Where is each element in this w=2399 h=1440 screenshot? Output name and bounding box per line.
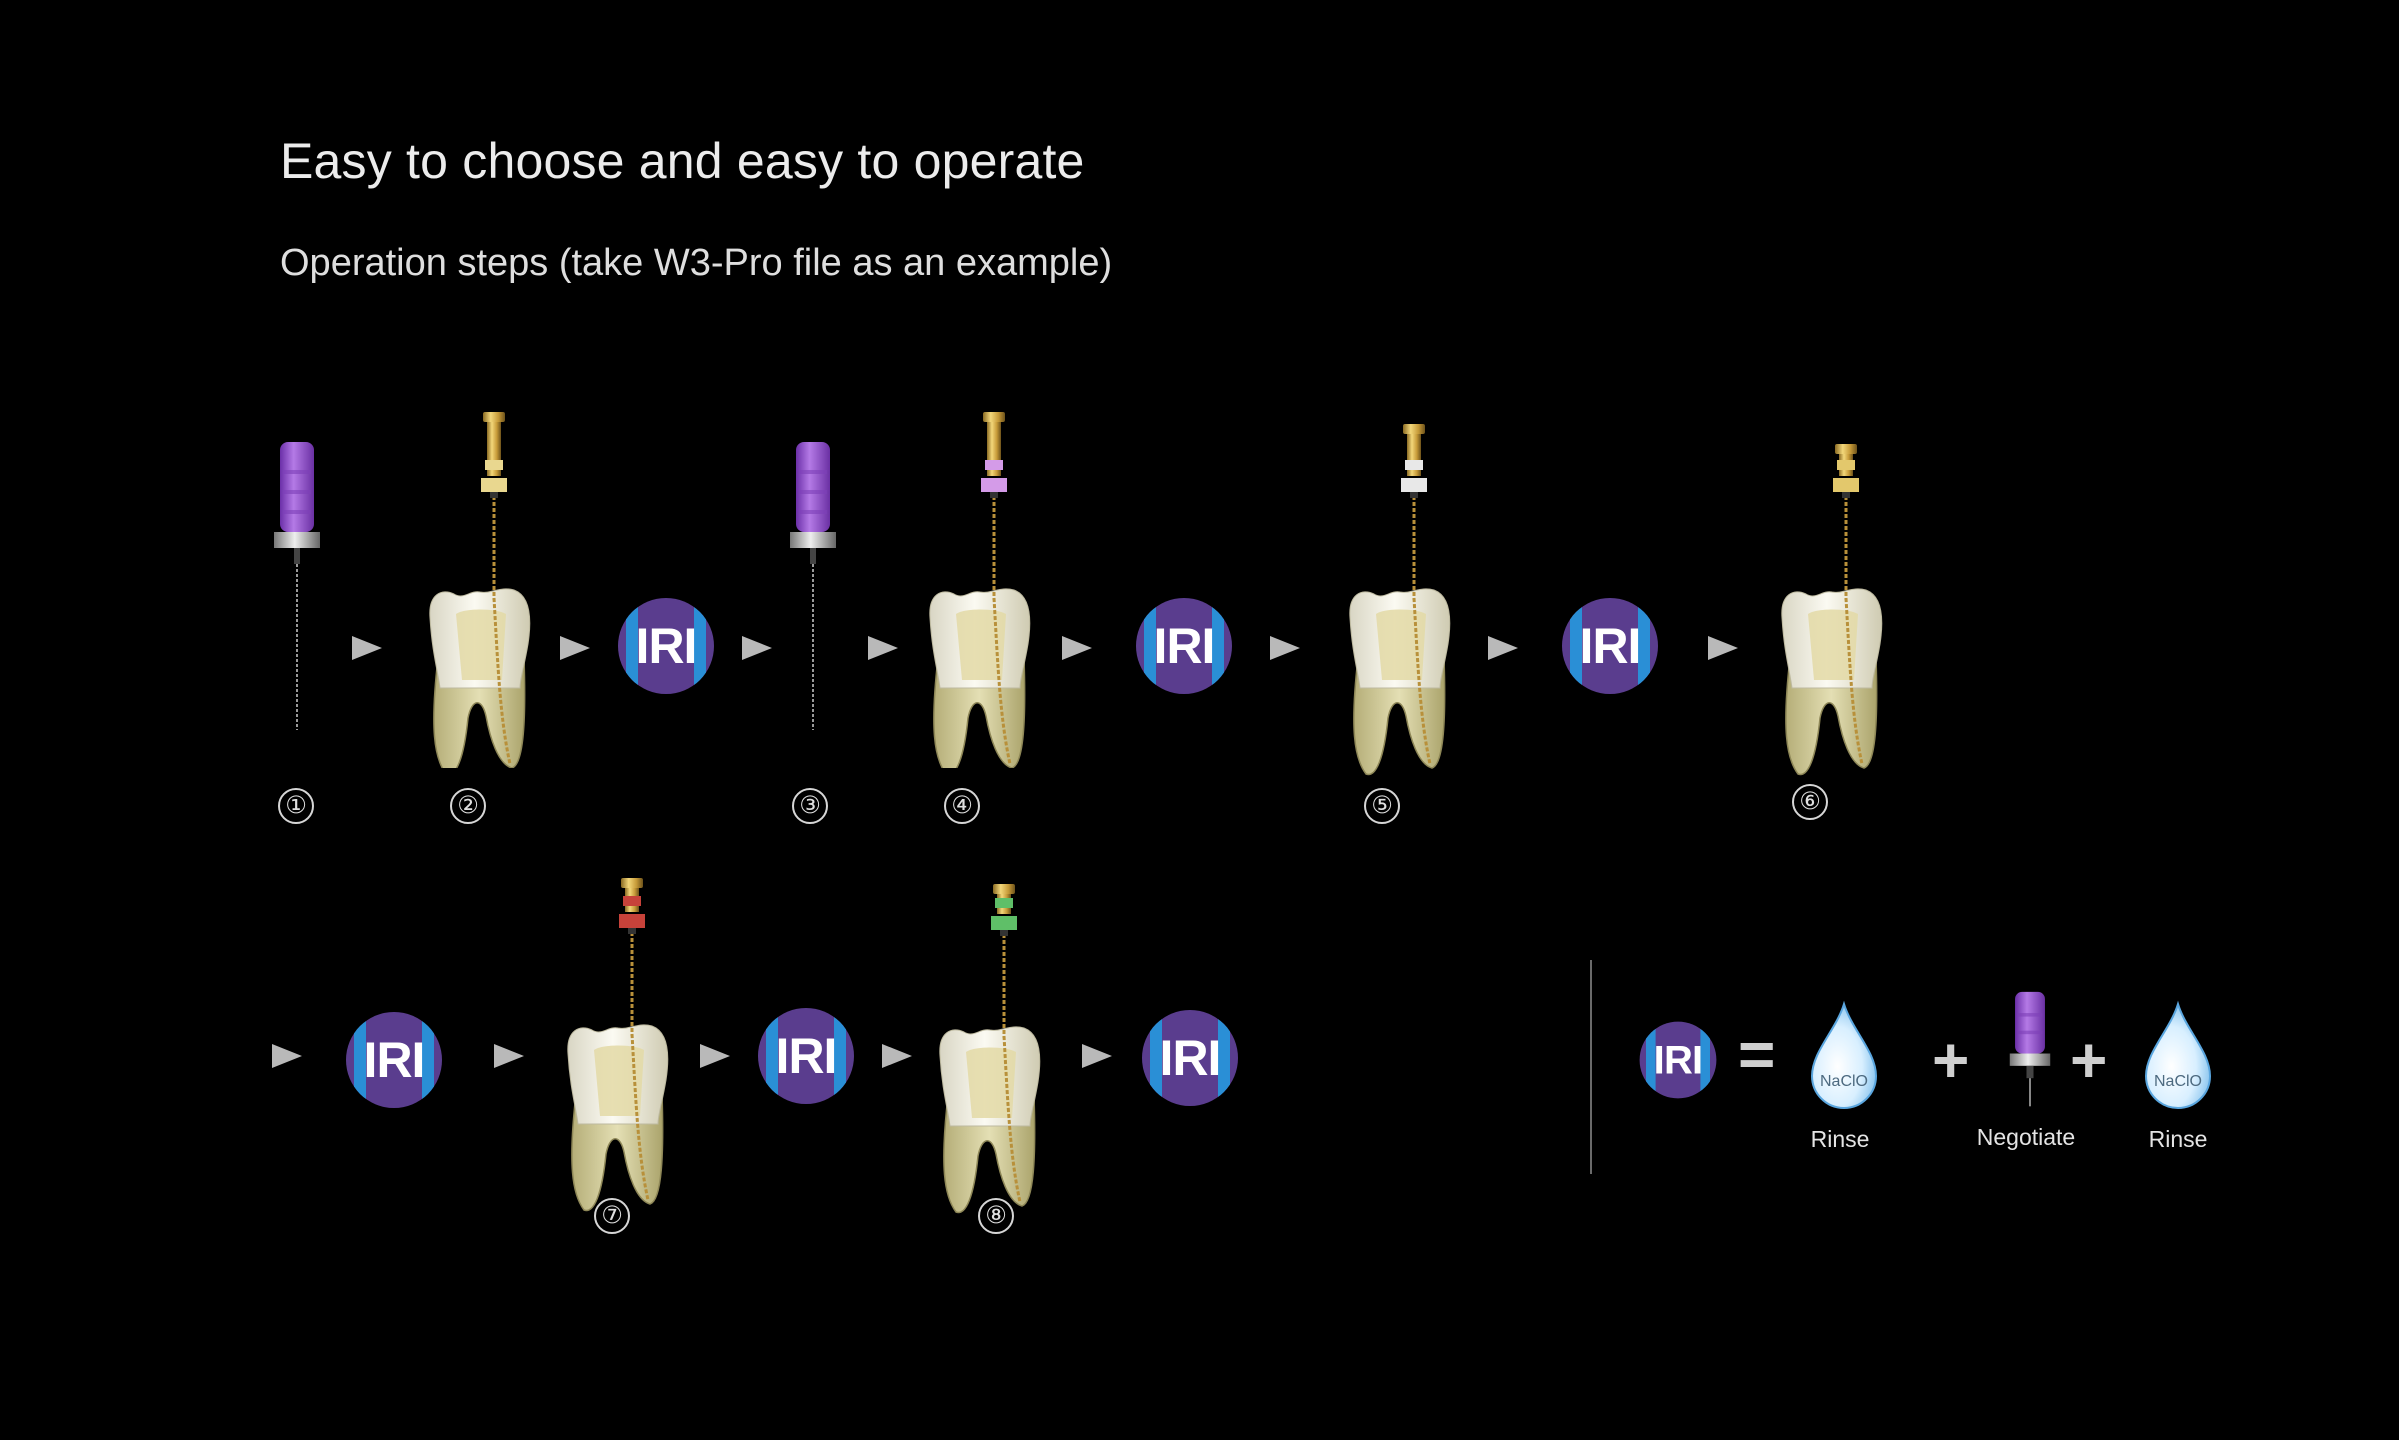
naclo-drop-icon: NaClO [1810,1000,1878,1109]
tooth-rotary-file-illustration [920,408,1040,776]
equals-sign: = [1738,1018,1776,1090]
drop-label: NaClO [2154,1073,2202,1090]
step-number-7: ⑦ [594,1198,630,1234]
tooth-rotary-file-illustration [1772,440,1892,805]
arrow-icon [352,636,382,660]
rinse-label-2: Rinse [2148,1126,2208,1152]
step-number-3: ③ [792,788,828,824]
iri-badge-icon [616,596,716,696]
arrow-icon [1270,636,1300,660]
tooth-rotary-file-illustration [930,880,1050,1245]
arrow-icon [700,1044,730,1068]
step-number-2: ② [450,788,486,824]
plus-sign: + [2070,1024,2108,1096]
arrow-icon [742,636,772,660]
tooth-rotary-file-illustration [558,874,678,1239]
arrow-icon [272,1044,302,1068]
iri-badge-icon [1140,1008,1240,1108]
tooth-rotary-file-illustration [1340,420,1460,785]
step-number-5: ⑤ [1364,788,1400,824]
arrow-icon [882,1044,912,1068]
negotiate-hand-file-icon [2009,991,2051,1107]
arrow-icon [1082,1044,1112,1068]
iri-badge-icon [1560,596,1660,696]
hand-file-icon [272,440,322,740]
iri-badge-icon [1638,1020,1718,1100]
page-subtitle: Operation steps (take W3-Pro file as an … [280,242,1113,284]
arrow-icon [868,636,898,660]
rinse-label: Rinse [1810,1126,1870,1152]
arrow-icon [1488,636,1518,660]
arrow-icon [1062,636,1092,660]
iri-badge-icon [756,1006,856,1106]
iri-badge-icon [344,1010,444,1110]
iri-badge-icon [1134,596,1234,696]
page-title: Easy to choose and easy to operate [280,133,1085,189]
arrow-icon [494,1044,524,1068]
step-number-1: ① [278,788,314,824]
hand-file-icon [788,440,838,740]
step-number-8: ⑧ [978,1198,1014,1234]
step-number-6: ⑥ [1792,784,1828,820]
step-number-4: ④ [944,788,980,824]
plus-sign: + [1932,1024,1970,1096]
tooth-rotary-file-illustration [420,408,540,776]
negotiate-label: Negotiate [1976,1124,2076,1150]
arrow-icon [1708,636,1738,660]
naclo-drop-icon: NaClO [2144,1000,2212,1109]
drop-label: NaClO [1820,1073,1868,1090]
legend-divider [1590,960,1592,1174]
arrow-icon [560,636,590,660]
